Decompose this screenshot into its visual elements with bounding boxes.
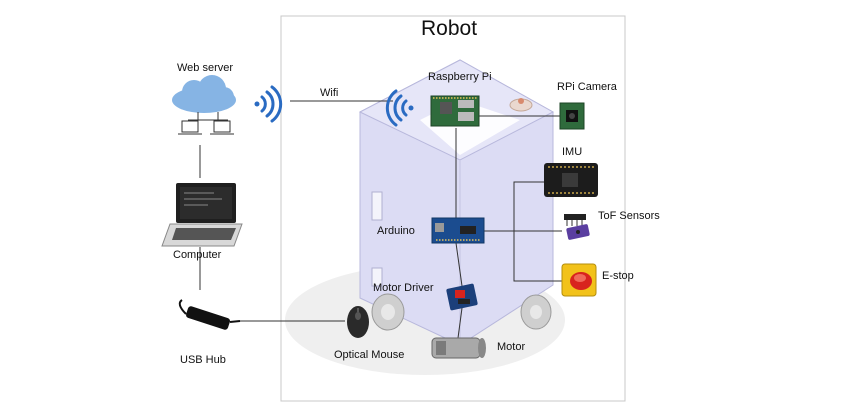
label-usb-hub: USB Hub [180, 354, 226, 366]
robot-wheels [371, 293, 552, 331]
connections [199, 100, 562, 339]
tof-sensor-board [564, 214, 590, 240]
arduino-to-imu-estop-link [513, 181, 544, 231]
label-arduino: Arduino [377, 225, 415, 237]
robot-title: Robot [421, 17, 478, 40]
rpi-camera-module [559, 102, 585, 130]
label-e-stop: E-stop [602, 270, 634, 282]
usb-hub-icon [178, 299, 241, 330]
label-imu: IMU [562, 146, 583, 158]
label-raspberry-pi: Raspberry Pi [428, 71, 492, 83]
optical-mouse-icon [347, 306, 369, 338]
wifi-signal-icon [254, 85, 283, 123]
cloud-server-icon [172, 75, 236, 135]
motor-driver-board [446, 283, 478, 311]
wifi-receiver-icon [385, 89, 414, 127]
motor-icon [431, 337, 486, 359]
e-stop-button [561, 263, 597, 297]
label-web-server: Web server [177, 62, 234, 74]
top-sensor-icon [509, 98, 533, 112]
label-motor-driver: Motor Driver [373, 282, 434, 294]
label-optical-mouse: Optical Mouse [334, 349, 405, 361]
label-tof-sensors: ToF Sensors [598, 210, 660, 222]
label-wifi: Wifi [320, 87, 339, 99]
arduino-to-driver-link [455, 242, 463, 287]
label-motor: Motor [497, 341, 526, 353]
driver-to-motor-link [457, 307, 463, 339]
laptop-icon [161, 183, 243, 247]
raspberry-pi-board [430, 95, 480, 127]
arduino-board [431, 217, 485, 244]
label-computer: Computer [173, 249, 222, 261]
label-rpi-camera: RPi Camera [557, 81, 617, 93]
imu-board [544, 163, 598, 197]
